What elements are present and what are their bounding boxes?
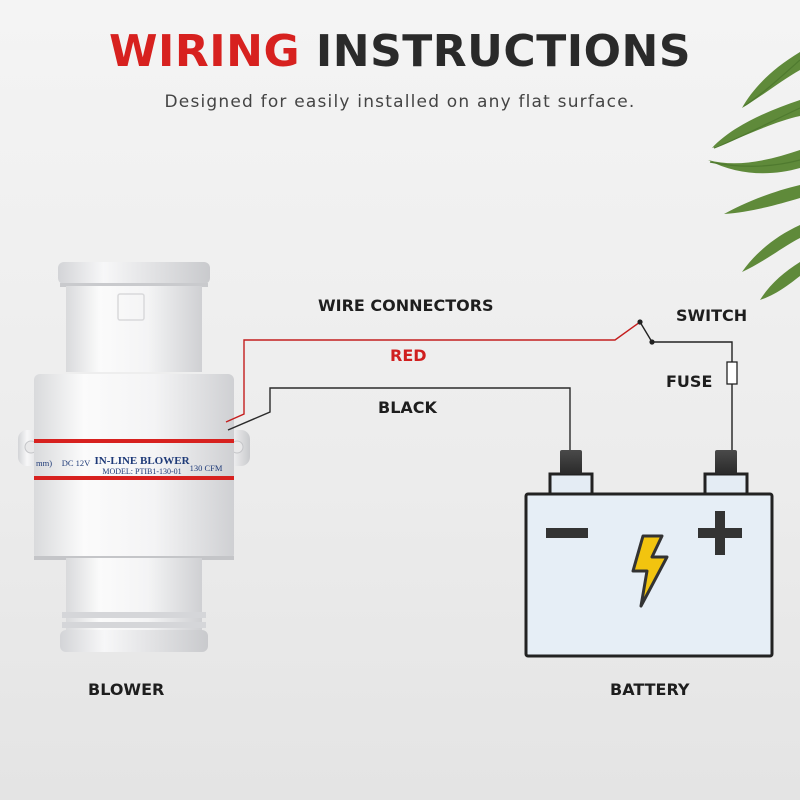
page-title: WIRING INSTRUCTIONS: [0, 26, 800, 78]
title-rest: INSTRUCTIONS: [315, 26, 692, 77]
blower-voltage: DC 12V: [62, 458, 91, 468]
blower-product-name: IN-LINE BLOWER: [94, 455, 190, 467]
black-wire-label: BLACK: [378, 398, 437, 417]
blower-label: BLOWER: [88, 680, 165, 699]
fuse-label: FUSE: [666, 372, 713, 391]
blower-airflow: 130 CFM: [190, 463, 223, 473]
red-wire: [225, 321, 641, 423]
switch-symbol: [637, 319, 733, 362]
blower-model: MODEL: PTIB1-130-01: [102, 467, 181, 476]
battery-label: BATTERY: [610, 680, 690, 699]
title-highlight: WIRING: [108, 26, 301, 77]
battery: [524, 450, 774, 658]
palm-stems: [709, 59, 800, 167]
lightning-bolt-icon: [631, 534, 669, 608]
black-wire: [227, 387, 571, 452]
red-wire-label: RED: [390, 346, 427, 365]
page-subtitle: Designed for easily installed on any fla…: [164, 92, 636, 112]
fuse-symbol: [726, 361, 738, 452]
blower-size-fragment: mm): [36, 458, 52, 468]
switch-label: SWITCH: [676, 306, 748, 325]
palm-leaves-decoration: [708, 52, 800, 300]
blower-unit: [18, 262, 250, 652]
wire-connectors-label: WIRE CONNECTORS: [318, 296, 494, 315]
